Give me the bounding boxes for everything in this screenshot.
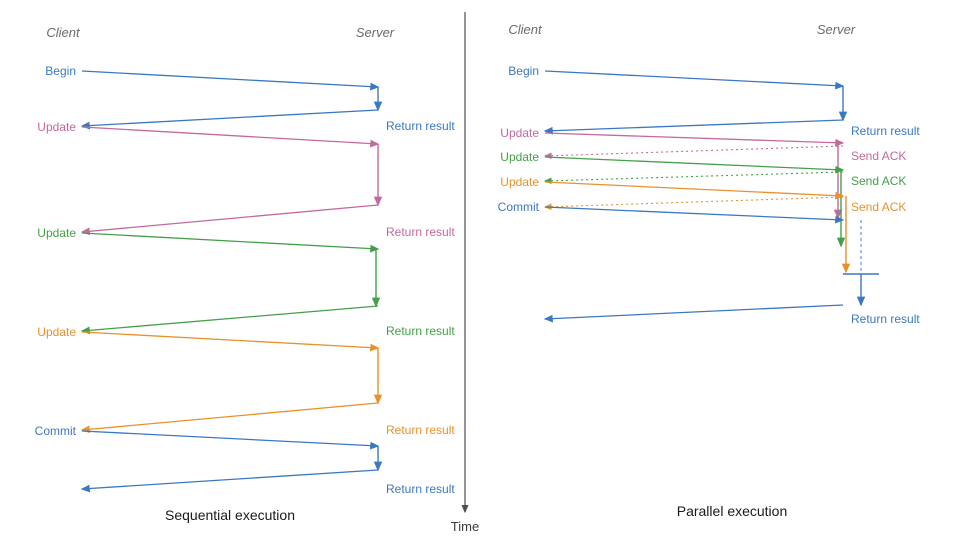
parallel-begin-request-arrow bbox=[544, 70, 845, 90]
sequential-update1-return-label: Return result bbox=[386, 225, 455, 239]
sequential-update2-request-arrow bbox=[81, 232, 380, 253]
parallel-commit-request-arrow bbox=[544, 206, 845, 224]
lane-header-server-parallel: Server bbox=[817, 22, 856, 37]
parallel-commit-return-arrow bbox=[543, 304, 844, 323]
sequential-begin-return-arrow bbox=[80, 109, 379, 130]
sequential-commit-return-arrow bbox=[80, 469, 379, 493]
sequential-commit-request-label: Commit bbox=[35, 424, 77, 438]
parallel-update2-ack-arrow bbox=[543, 171, 844, 185]
parallel-update2-request-label: Update bbox=[500, 150, 539, 164]
parallel-update3-request-label: Update bbox=[500, 175, 539, 189]
parallel-update1-ack-arrow bbox=[543, 145, 844, 160]
sequential-update3-return-label: Return result bbox=[386, 423, 455, 437]
parallel-commit-return-label: Return result bbox=[851, 312, 920, 326]
caption-parallel: Parallel execution bbox=[677, 503, 788, 519]
sequential-begin-request-arrow bbox=[81, 70, 380, 91]
parallel-update1-request-label: Update bbox=[500, 126, 539, 140]
time-axis: Time bbox=[451, 12, 479, 534]
sequential-begin-return-label: Return result bbox=[386, 119, 455, 133]
parallel-update3-ack-arrow bbox=[543, 196, 844, 211]
sequential-commit-return-label: Return result bbox=[386, 482, 455, 496]
parallel-update3-request-arrow bbox=[544, 181, 845, 200]
sequential-begin-request-label: Begin bbox=[45, 64, 76, 78]
lane-header-client-parallel: Client bbox=[508, 22, 543, 37]
parallel-update1-request-arrow bbox=[544, 132, 845, 147]
parallel-begin-return-arrow bbox=[543, 119, 844, 135]
sequential-update2-return-arrow bbox=[80, 305, 379, 335]
parallel-begin-request-label: Begin bbox=[508, 64, 539, 78]
time-axis-label: Time bbox=[451, 519, 479, 534]
parallel-update3-ack-label: Send ACK bbox=[851, 200, 906, 214]
lane-header-server-sequential: Server bbox=[356, 25, 395, 40]
caption-sequential: Sequential execution bbox=[165, 507, 295, 523]
sequential-update2-return-label: Return result bbox=[386, 324, 455, 338]
message-arrows-layer bbox=[80, 70, 879, 493]
parallel-update1-ack-label: Send ACK bbox=[851, 149, 906, 163]
sequential-update3-return-arrow bbox=[80, 402, 379, 434]
parallel-commit-request-label: Commit bbox=[498, 200, 540, 214]
parallel-update2-request-arrow bbox=[544, 156, 845, 174]
sequential-update1-request-label: Update bbox=[37, 120, 76, 134]
lane-header-client-sequential: Client bbox=[46, 25, 81, 40]
parallel-begin-return-label: Return result bbox=[851, 124, 920, 138]
sequential-update1-return-arrow bbox=[80, 204, 379, 236]
sequential-update3-request-arrow bbox=[81, 331, 380, 352]
parallel-update2-ack-label: Send ACK bbox=[851, 174, 906, 188]
sequential-update1-request-arrow bbox=[81, 126, 380, 148]
sequential-update2-request-label: Update bbox=[37, 226, 76, 240]
sequential-update3-request-label: Update bbox=[37, 325, 76, 339]
sequential-commit-request-arrow bbox=[81, 430, 380, 450]
